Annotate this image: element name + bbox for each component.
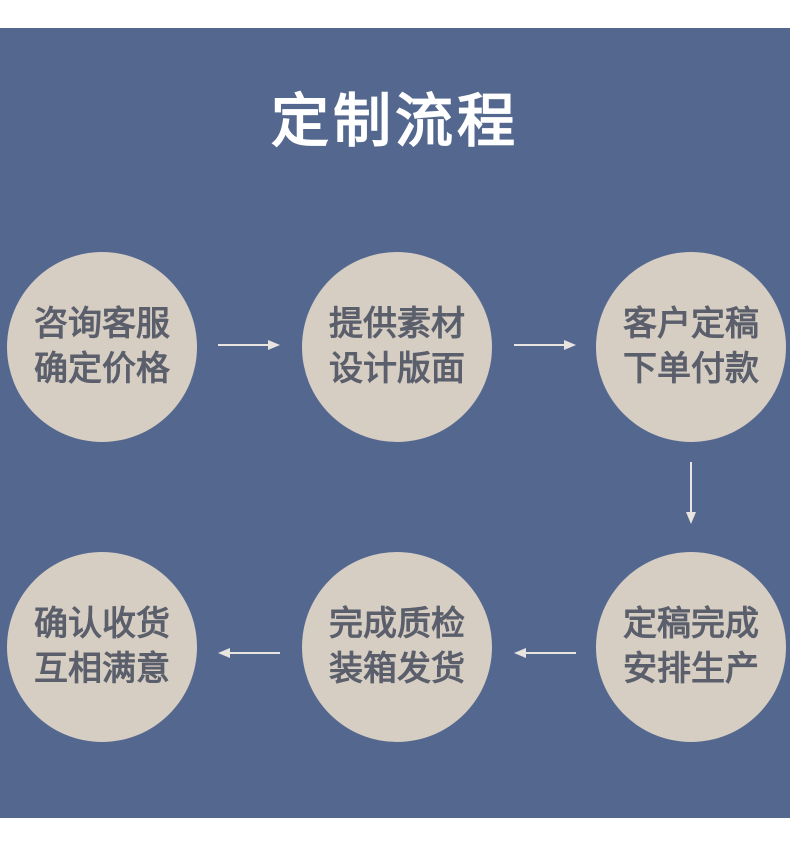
step-6-circle: 确认收货 互相满意 <box>7 552 197 742</box>
step-2-line-2: 设计版面 <box>329 349 465 389</box>
step-5-line-1: 完成质检 <box>329 604 465 645</box>
step-2-circle: 提供素材 设计版面 <box>302 252 492 442</box>
step-6-line-2: 互相满意 <box>34 649 170 689</box>
arrow-right-1-icon <box>218 340 280 350</box>
step-5-line-2: 装箱发货 <box>329 649 465 689</box>
step-3-line-2: 下单付款 <box>623 349 759 389</box>
step-2-line-1: 提供素材 <box>329 304 465 345</box>
step-1-line-2: 确定价格 <box>34 349 170 389</box>
step-6-line-1: 确认收货 <box>34 604 170 645</box>
step-1-line-1: 咨询客服 <box>34 304 170 345</box>
step-5-circle: 完成质检 装箱发货 <box>302 552 492 742</box>
step-3-line-1: 客户定稿 <box>623 304 759 345</box>
arrow-left-1-icon <box>514 648 576 658</box>
step-1-circle: 咨询客服 确定价格 <box>7 252 197 442</box>
arrow-down-icon <box>686 462 696 524</box>
step-4-circle: 定稿完成 安排生产 <box>596 552 786 742</box>
step-3-circle: 客户定稿 下单付款 <box>596 252 786 442</box>
step-4-line-2: 安排生产 <box>623 649 759 689</box>
arrow-right-2-icon <box>514 340 576 350</box>
step-4-line-1: 定稿完成 <box>623 604 759 645</box>
page-title: 定制流程 <box>270 87 519 155</box>
arrow-left-2-icon <box>218 648 280 658</box>
